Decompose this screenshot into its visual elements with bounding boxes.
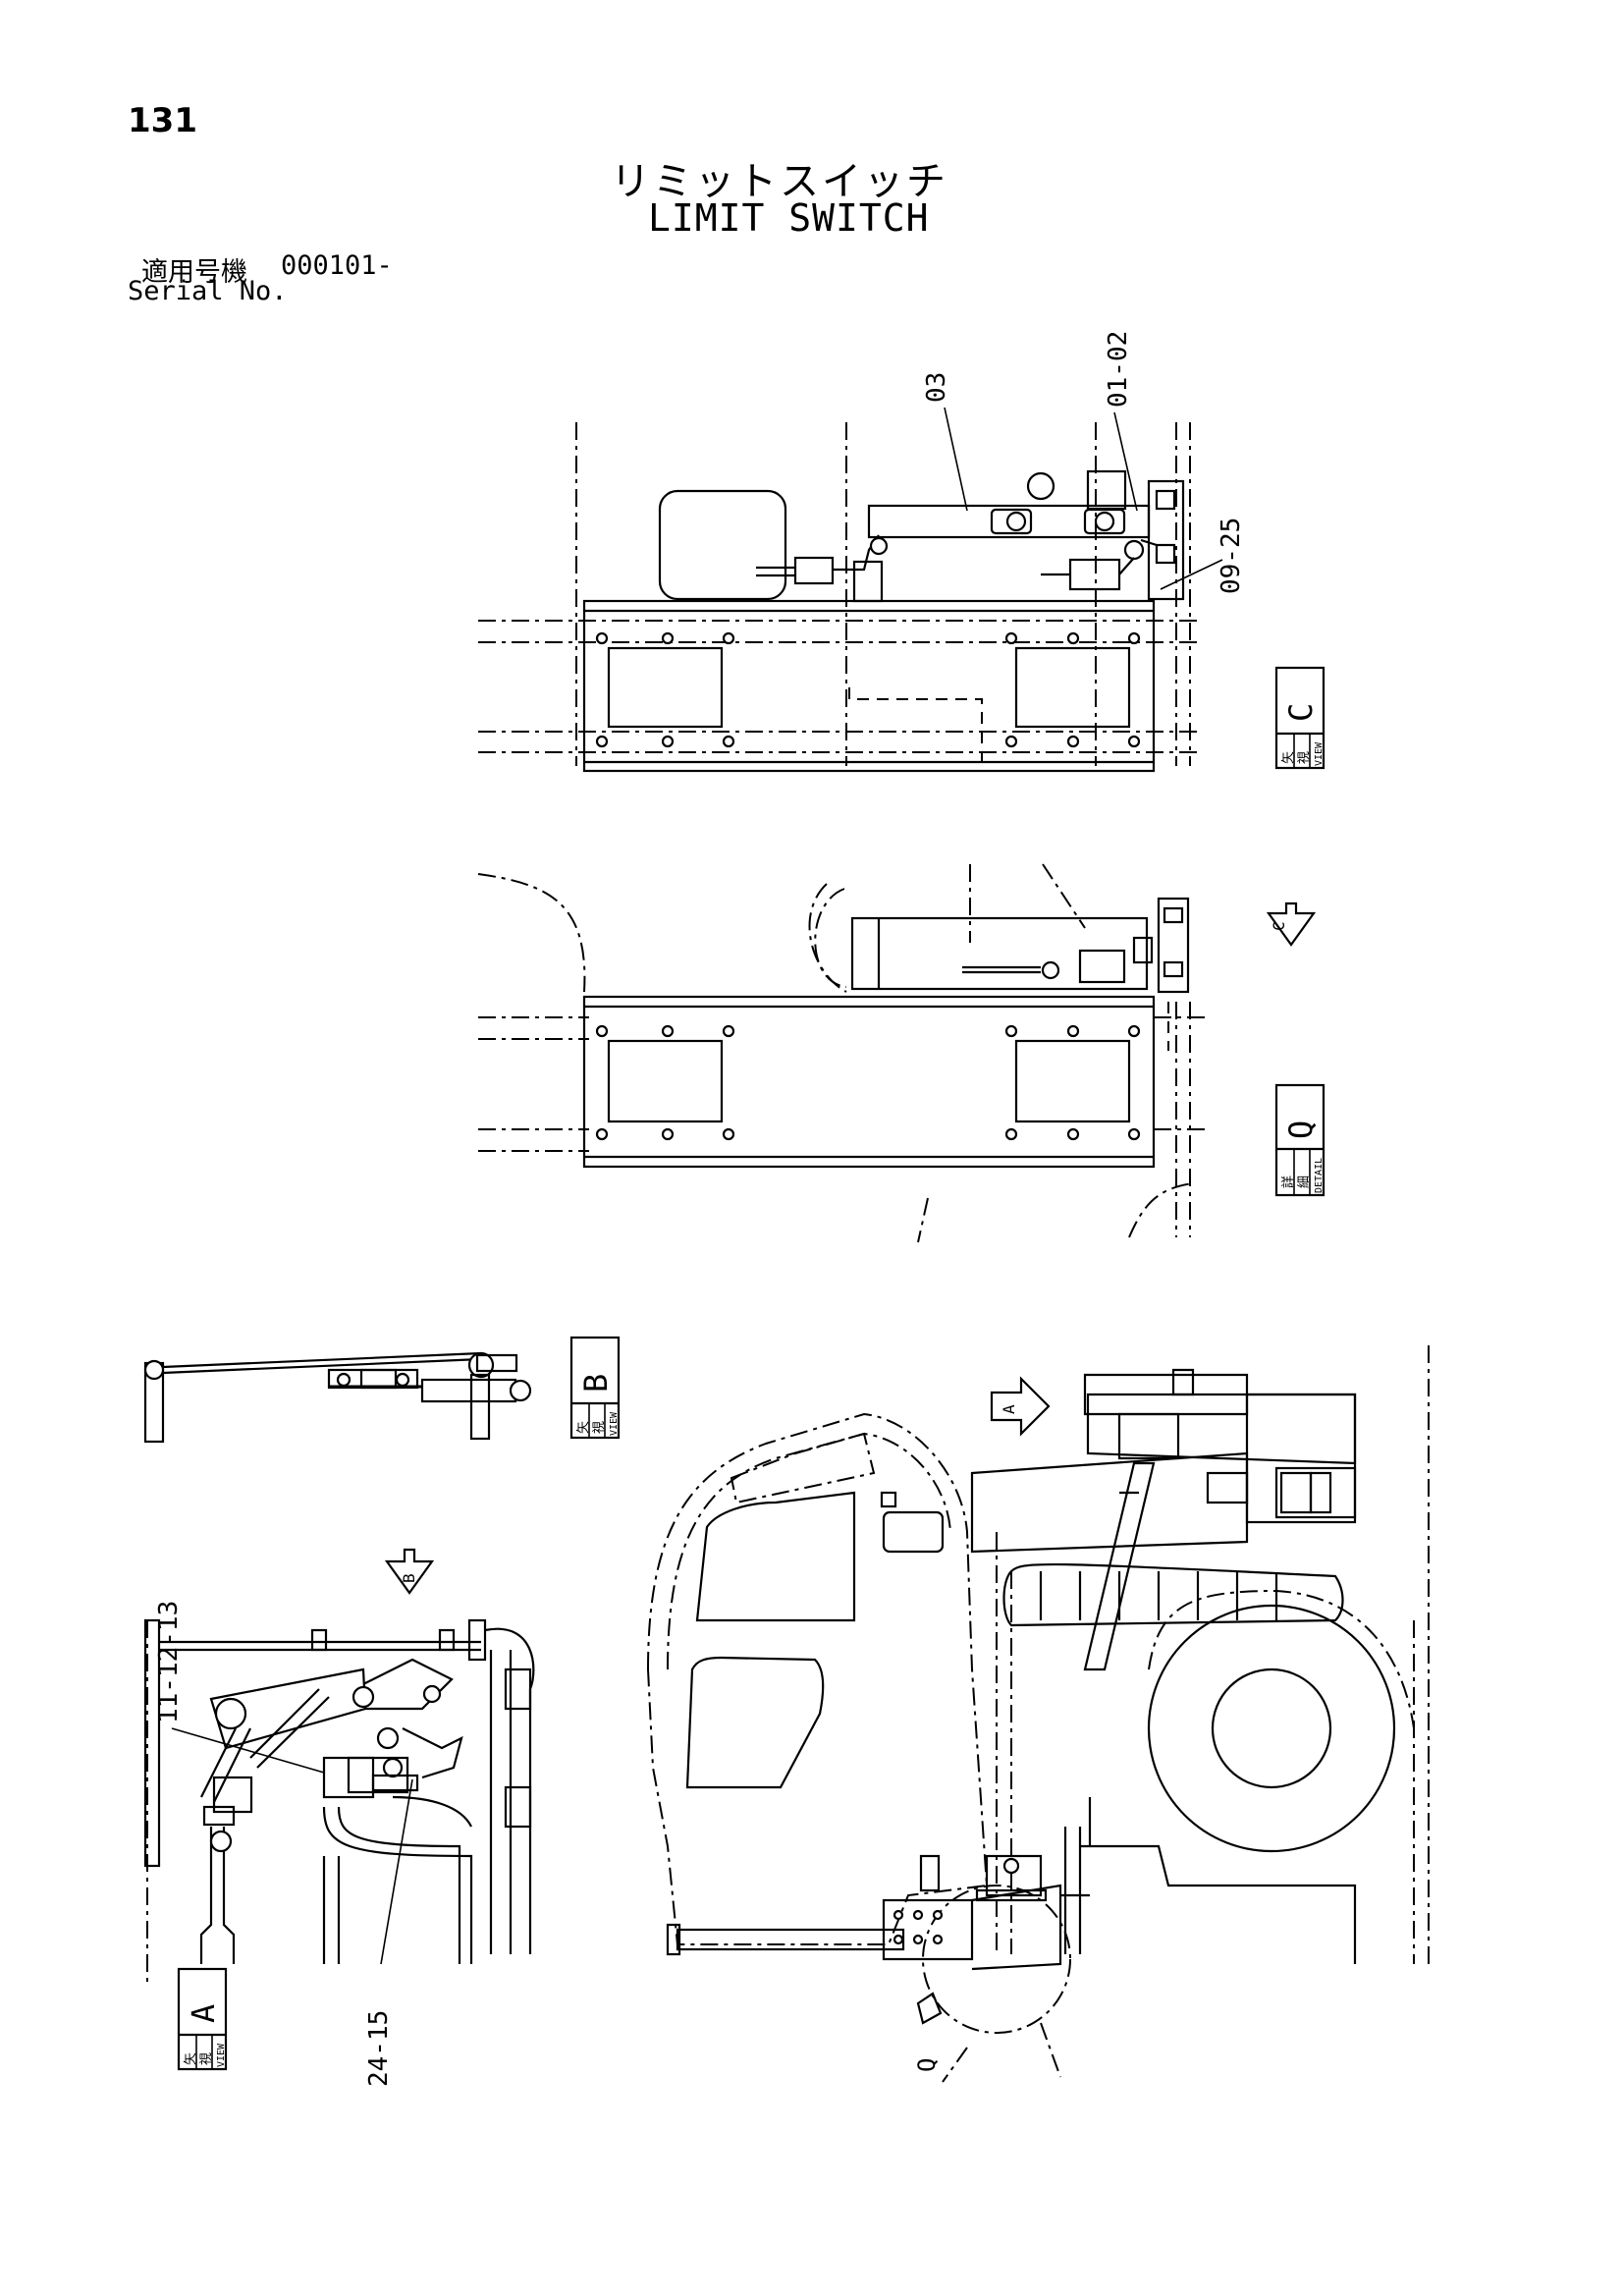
view-c-letter: C <box>1282 703 1320 722</box>
view-c-label: 矢 視 VIEW C <box>1274 666 1325 770</box>
serial-label-japanese: 適用号機 <box>141 257 247 288</box>
view-c-en: VIEW <box>1314 741 1325 766</box>
view-b-drawing <box>143 1351 532 1444</box>
title-english: LIMIT SWITCH <box>648 196 930 240</box>
callout-24-15: 24-15 <box>364 2010 394 2087</box>
callout-11-12-13: 11-12-13 <box>154 1601 184 1723</box>
view-b-letter: B <box>577 1374 615 1393</box>
view-a-en: VIEW <box>216 2043 227 2067</box>
view-b-label: 矢 視 VIEW B <box>569 1336 621 1440</box>
callout-01-02: 01-02 <box>1104 331 1133 408</box>
callout-03: 03 <box>922 372 951 403</box>
view-b-jp-bottom: 視 <box>592 1421 607 1434</box>
view-a-drawing <box>143 1618 535 1984</box>
view-c-drawing <box>478 407 1223 773</box>
view-c-jp-bottom: 視 <box>1297 751 1312 764</box>
view-a-arrow-letter: A <box>1000 1404 1018 1414</box>
detail-q-jp-top: 詳 <box>1280 1175 1296 1188</box>
serial-label-english: Serial No. <box>128 276 288 306</box>
callout-09-25: 09-25 <box>1217 518 1246 594</box>
view-c-jp-top: 矢 <box>1281 751 1296 764</box>
view-a-arrow: A <box>990 1376 1051 1437</box>
detail-q-jp-bottom: 細 <box>1297 1175 1312 1188</box>
view-b-arrow: B <box>384 1548 435 1595</box>
serial-value: 000101- <box>281 250 393 281</box>
detail-q-marker: Q <box>913 2058 941 2072</box>
detail-q-drawing <box>477 863 1208 1243</box>
detail-q-en: DETAIL <box>1314 1158 1325 1193</box>
view-c-arrow: C <box>1266 902 1317 947</box>
detail-q-letter: Q <box>1282 1121 1320 1139</box>
page-number: 131 <box>128 101 197 140</box>
view-a-label: 矢 視 VIEW A <box>177 1967 228 2071</box>
view-a-letter: A <box>185 2004 222 2023</box>
view-b-en: VIEW <box>609 1411 620 1436</box>
detail-q-label: 詳 細 DETAIL Q <box>1274 1083 1325 1197</box>
view-b-jp-top: 矢 <box>576 1421 591 1434</box>
view-c-arrow-letter: C <box>1270 921 1288 931</box>
view-a-jp-top: 矢 <box>184 2052 198 2065</box>
view-a-jp-bottom: 視 <box>199 2052 214 2065</box>
title-japanese: リミットスイッチ <box>611 159 948 204</box>
view-b-arrow-letter: B <box>400 1573 418 1583</box>
truck-side-view: A <box>646 1345 1430 2083</box>
